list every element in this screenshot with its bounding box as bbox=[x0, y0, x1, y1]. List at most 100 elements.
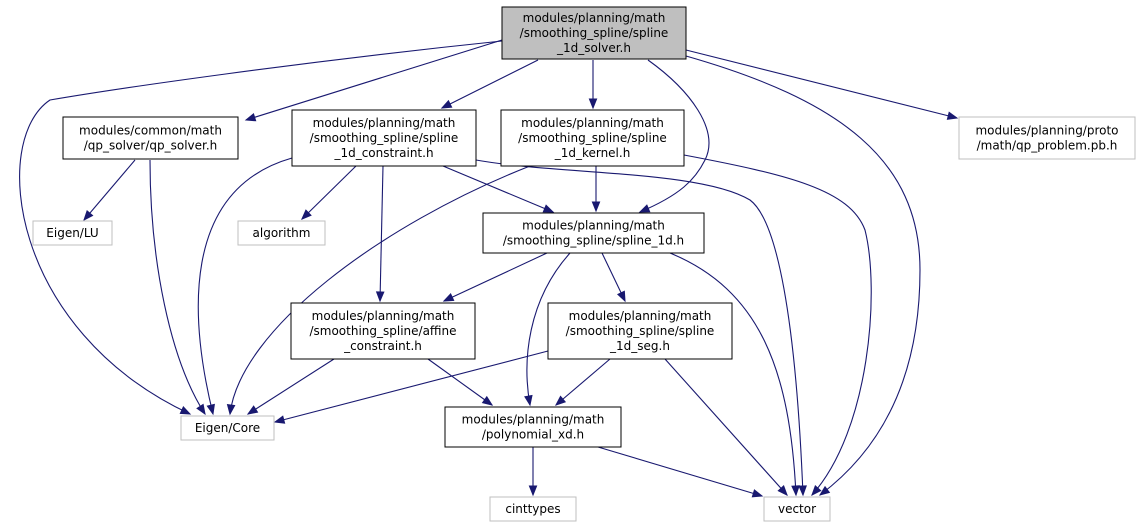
edge-line bbox=[427, 358, 493, 406]
node-box bbox=[32, 220, 113, 246]
node-label-line: algorithm bbox=[253, 226, 311, 240]
node-label-line: _1d_kernel.h bbox=[554, 146, 631, 160]
edge-spline_1d_kernel-to-eigen_core bbox=[226, 165, 531, 416]
node-algorithm[interactable]: algorithm bbox=[237, 220, 326, 246]
node-box bbox=[180, 415, 275, 441]
edge-line bbox=[301, 165, 357, 220]
node-polynomial_xd[interactable]: modules/planning/math/polynomial_xd.h bbox=[444, 406, 622, 448]
node-label-line: modules/planning/math bbox=[522, 219, 665, 233]
edge-line bbox=[245, 39, 503, 121]
arrowhead-icon bbox=[638, 204, 651, 213]
edge-spline_1d_constraint-to-spline_1d bbox=[442, 165, 555, 213]
edge-spline_1d_kernel-to-vector bbox=[683, 154, 872, 497]
node-label-line: /smoothing_spline/spline bbox=[520, 26, 669, 40]
edge-spline_1d_solver-to-vector bbox=[685, 55, 921, 496]
edge-line bbox=[83, 159, 136, 221]
arrowhead-icon bbox=[791, 485, 800, 497]
node-label-line: _1d_constraint.h bbox=[333, 146, 433, 160]
edge-polynomial_xd-to-vector bbox=[597, 446, 764, 498]
node-box bbox=[290, 302, 476, 360]
node-affine_constraint[interactable]: modules/planning/math/smoothing_spline/a… bbox=[290, 302, 476, 360]
edge-line bbox=[685, 49, 958, 119]
node-box bbox=[958, 116, 1136, 160]
arrowhead-icon bbox=[946, 111, 959, 120]
arrowhead-icon bbox=[179, 406, 192, 415]
arrowhead-icon bbox=[481, 395, 494, 406]
node-vector[interactable]: vector bbox=[763, 496, 831, 522]
edge-line bbox=[685, 55, 921, 496]
edge-spline_1d_solver-to-qp_solver bbox=[244, 39, 503, 122]
node-label-line: /math/qp_problem.pb.h bbox=[977, 139, 1118, 153]
arrowhead-icon bbox=[554, 395, 567, 406]
node-box bbox=[482, 212, 705, 254]
arrowhead-icon bbox=[524, 394, 533, 407]
node-label-line: vector bbox=[778, 502, 816, 516]
node-label-line: _1d_solver.h bbox=[556, 41, 631, 55]
arrowhead-icon bbox=[196, 403, 206, 416]
arrowhead-icon bbox=[442, 293, 455, 302]
node-label-line: /smoothing_spline/affine bbox=[309, 324, 456, 338]
edge-line bbox=[441, 59, 539, 109]
node-box bbox=[547, 302, 733, 360]
edge-spline_1d-to-spline_1d_seg bbox=[601, 252, 626, 303]
node-cinttypes[interactable]: cinttypes bbox=[489, 496, 577, 522]
edge-spline_1d-to-vector bbox=[669, 252, 800, 497]
edge-line bbox=[664, 358, 788, 496]
edge-spline_1d_seg-to-polynomial_xd bbox=[554, 358, 611, 406]
node-box bbox=[237, 220, 326, 246]
edge-spline_1d_solver-to-spline_1d bbox=[638, 59, 710, 213]
node-eigen_core[interactable]: Eigen/Core bbox=[180, 415, 275, 441]
node-label-line: _1d_seg.h bbox=[609, 339, 670, 353]
node-eigen_lu[interactable]: Eigen/LU bbox=[32, 220, 113, 246]
edge-spline_1d_seg-to-eigen_core bbox=[273, 350, 549, 424]
node-label-line: _constraint.h bbox=[343, 339, 422, 353]
node-label-line: /qp_solver/qp_solver.h bbox=[84, 139, 218, 153]
edge-line bbox=[19, 40, 503, 415]
edge-line bbox=[379, 165, 384, 302]
edge-affine_constraint-to-polynomial_xd bbox=[427, 358, 494, 406]
edge-line bbox=[443, 252, 548, 302]
arrowhead-icon bbox=[226, 404, 236, 416]
arrowhead-icon bbox=[206, 403, 215, 416]
arrowhead-icon bbox=[83, 209, 94, 222]
node-label-line: modules/planning/math bbox=[313, 116, 456, 130]
edge-spline_1d_constraint-to-affine_constraint bbox=[375, 165, 385, 303]
arrowhead-icon bbox=[798, 485, 807, 497]
node-label-line: /smoothing_spline/spline bbox=[566, 324, 715, 338]
node-qp_solver[interactable]: modules/common/math/qp_solver/qp_solver.… bbox=[62, 116, 239, 160]
edge-line bbox=[555, 358, 611, 406]
edge-spline_1d_seg-to-vector bbox=[664, 358, 788, 497]
edge-spline_1d-to-polynomial_xd bbox=[524, 252, 571, 407]
node-spline_1d_constraint[interactable]: modules/planning/math/smoothing_spline/s… bbox=[291, 109, 477, 167]
edge-spline_1d_constraint-to-eigen_core bbox=[197, 157, 293, 416]
node-spline_1d_kernel[interactable]: modules/planning/math/smoothing_spline/s… bbox=[500, 109, 685, 167]
node-spline_1d[interactable]: modules/planning/math/smoothing_spline/s… bbox=[482, 212, 705, 254]
edge-affine_constraint-to-eigen_core bbox=[246, 358, 335, 415]
nodes-layer: modules/planning/math/smoothing_spline/s… bbox=[32, 6, 1136, 522]
edge-spline_1d-to-affine_constraint bbox=[442, 252, 548, 302]
node-box bbox=[444, 406, 622, 448]
edge-qp_solver-to-eigen_core bbox=[149, 159, 206, 416]
node-spline_1d_seg[interactable]: modules/planning/math/smoothing_spline/s… bbox=[547, 302, 733, 360]
edge-qp_solver-to-eigen_lu bbox=[83, 159, 136, 222]
node-spline_1d_solver[interactable]: modules/planning/math/smoothing_spline/s… bbox=[501, 6, 687, 60]
arrowhead-icon bbox=[811, 485, 822, 497]
node-label-line: Eigen/LU bbox=[46, 226, 98, 240]
arrowhead-icon bbox=[751, 489, 764, 498]
edge-line bbox=[475, 159, 804, 496]
node-label-line: /smoothing_spline/spline_1d.h bbox=[503, 234, 684, 248]
edge-line bbox=[197, 157, 293, 415]
edge-spline_1d_solver-to-spline_1d_constraint bbox=[440, 59, 539, 109]
edge-line bbox=[229, 165, 531, 415]
arrowhead-icon bbox=[301, 209, 312, 220]
arrowhead-icon bbox=[591, 201, 601, 213]
edge-polynomial_xd-to-cinttypes bbox=[528, 447, 538, 497]
node-box bbox=[763, 496, 831, 522]
arrowhead-icon bbox=[818, 485, 831, 496]
node-qp_problem_pb[interactable]: modules/planning/proto/math/qp_problem.p… bbox=[958, 116, 1136, 160]
arrowhead-icon bbox=[246, 405, 259, 415]
arrowhead-icon bbox=[542, 204, 555, 213]
node-label-line: modules/planning/math bbox=[462, 413, 605, 427]
node-label-line: modules/planning/math bbox=[569, 309, 712, 323]
